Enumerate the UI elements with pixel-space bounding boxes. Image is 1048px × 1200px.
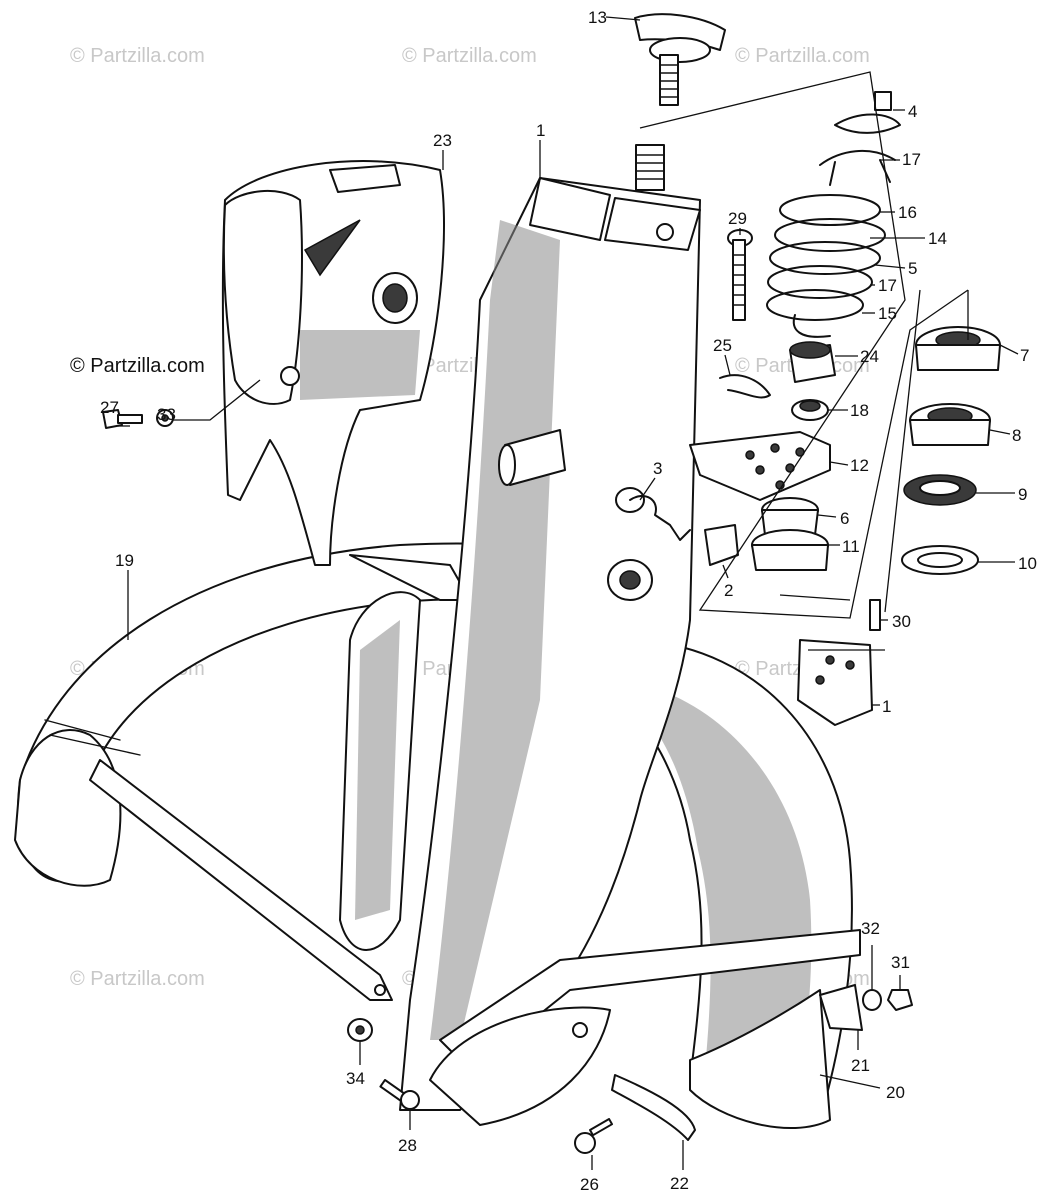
callout-27: 27 xyxy=(100,398,119,417)
hardware-parts xyxy=(102,91,1001,1154)
callout-7: 7 xyxy=(1020,346,1029,365)
callout-17: 17 xyxy=(902,150,921,169)
callout-2: 2 xyxy=(724,581,733,600)
callout-31: 31 xyxy=(891,953,910,972)
callout-11: 11 xyxy=(842,537,860,556)
callout-14: 14 xyxy=(928,229,947,248)
callout-29: 29 xyxy=(728,209,747,228)
watermark-prominent: © Partzilla.com xyxy=(70,355,205,377)
watermark: © Partzilla.com xyxy=(402,45,537,67)
callout-3: 3 xyxy=(653,459,662,478)
callout-24: 24 xyxy=(860,347,879,366)
callout-22: 22 xyxy=(670,1174,689,1193)
watermark: © Partzilla.com xyxy=(735,45,870,67)
callout-12: 12 xyxy=(850,456,869,475)
group-outline xyxy=(639,71,969,651)
callout-6: 6 xyxy=(840,509,849,528)
callout-23: 23 xyxy=(433,131,452,150)
callout-32: 32 xyxy=(861,919,880,938)
watermark: © Partzilla.com xyxy=(70,45,205,67)
callout-33: 33 xyxy=(157,405,176,424)
callout-28: 28 xyxy=(398,1136,417,1155)
callout-13: 13 xyxy=(588,8,607,27)
callout-4: 4 xyxy=(908,102,917,121)
main-frame xyxy=(339,144,861,1126)
callout-8: 8 xyxy=(1012,426,1021,445)
headlight-case xyxy=(221,160,445,566)
callout-19: 19 xyxy=(115,551,134,570)
rear-fender xyxy=(609,639,853,1129)
callout-26: 26 xyxy=(580,1175,599,1194)
callout-20: 20 xyxy=(886,1083,905,1102)
callout-16: 16 xyxy=(898,203,917,222)
callout-10: 10 xyxy=(1018,554,1037,573)
front-fender xyxy=(14,542,611,1001)
callout-17: 17 xyxy=(878,276,897,295)
callouts: 13 4 17 16 14 5 17 15 29 23 1 7 8 9 10 2… xyxy=(100,8,1037,1194)
callout-1: 1 xyxy=(882,697,891,716)
callout-18: 18 xyxy=(850,401,869,420)
callout-15: 15 xyxy=(878,304,897,323)
watermark: © Partzilla.com xyxy=(70,968,205,990)
callout-30: 30 xyxy=(892,612,911,631)
leader-lines xyxy=(118,16,1019,1170)
callout-9: 9 xyxy=(1018,485,1027,504)
steering-knob xyxy=(634,13,726,106)
callout-5: 5 xyxy=(908,259,917,278)
callout-25: 25 xyxy=(713,336,732,355)
callout-21: 21 xyxy=(851,1056,870,1075)
callout-34: 34 xyxy=(346,1069,365,1088)
callout-1: 1 xyxy=(536,121,545,140)
